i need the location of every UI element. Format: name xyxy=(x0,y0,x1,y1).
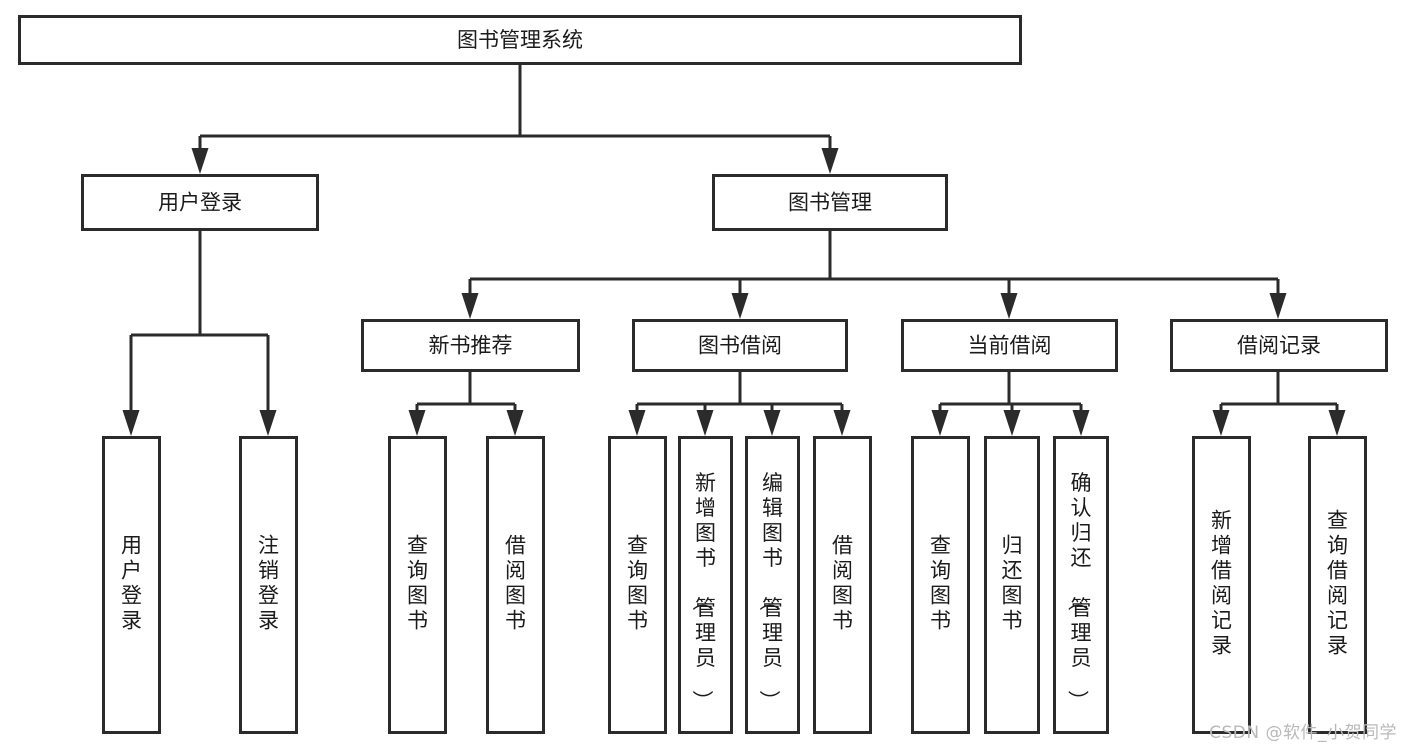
arrowhead-icon xyxy=(821,148,839,174)
node-box xyxy=(813,436,872,734)
node-label: 借阅图书 xyxy=(505,534,526,633)
node-label: 新增借阅记录 xyxy=(1211,509,1232,658)
arrowhead-icon xyxy=(461,293,479,319)
node-box xyxy=(911,436,970,734)
node-new-book-recommend[interactable]: 新书推荐 xyxy=(361,319,580,372)
node-box xyxy=(632,319,848,372)
node-leaf-borrow-search-book[interactable]: 查询图书 xyxy=(608,436,667,734)
node-box xyxy=(745,436,800,734)
arrowhead-icon xyxy=(931,410,949,436)
arrowhead-icon xyxy=(1003,410,1021,436)
node-label: 图书管理 xyxy=(788,191,872,215)
node-leaf-logout[interactable]: 注销登录 xyxy=(239,436,298,734)
node-label: 借阅记录 xyxy=(1237,334,1321,358)
node-leaf-borrow-edit-book-admin[interactable]: 编辑图书（管理员） xyxy=(745,436,800,734)
node-box xyxy=(1308,436,1367,734)
node-leaf-current-confirm-return-admin[interactable]: 确认归还（管理员） xyxy=(1053,436,1109,734)
connector-group xyxy=(122,231,277,436)
arrowhead-icon xyxy=(731,293,749,319)
node-leaf-borrow-add-book-admin[interactable]: 新增图书（管理员） xyxy=(678,436,733,734)
connector-layer xyxy=(122,65,1346,436)
node-box xyxy=(712,174,948,231)
node-box xyxy=(984,436,1040,734)
node-book-borrow[interactable]: 图书借阅 xyxy=(632,319,848,372)
node-leaf-record-add-borrow-record[interactable]: 新增借阅记录 xyxy=(1192,436,1251,734)
node-leaf-borrow-borrow-book[interactable]: 借阅图书 xyxy=(813,436,872,734)
node-label: 归还图书 xyxy=(1002,534,1023,633)
connector-group xyxy=(191,65,839,174)
node-label: 查询图书 xyxy=(930,534,951,633)
node-book-manage[interactable]: 图书管理 xyxy=(712,174,948,231)
node-box xyxy=(678,436,733,734)
node-box xyxy=(81,174,319,231)
arrowhead-icon xyxy=(1000,293,1018,319)
node-box xyxy=(1170,319,1388,372)
connector-group xyxy=(931,372,1090,436)
connector-group xyxy=(1212,372,1346,436)
node-box xyxy=(18,15,1022,65)
node-box xyxy=(388,436,447,734)
node-label: 查询借阅记录 xyxy=(1327,509,1348,658)
arrowhead-icon xyxy=(122,410,140,436)
connector-group xyxy=(628,372,851,436)
node-box xyxy=(608,436,667,734)
node-label: 当前借阅 xyxy=(968,334,1052,358)
node-leaf-current-search-book[interactable]: 查询图书 xyxy=(911,436,970,734)
node-box xyxy=(901,319,1118,372)
arrowhead-icon xyxy=(259,410,277,436)
arrowhead-icon xyxy=(408,410,426,436)
node-borrow-record[interactable]: 借阅记录 xyxy=(1170,319,1388,372)
arrowhead-icon xyxy=(763,410,781,436)
node-label: 编辑图书（管理员） xyxy=(757,471,783,711)
node-layer: 图书管理系统用户登录图书管理新书推荐图书借阅当前借阅借阅记录用户登录注销登录查询… xyxy=(18,15,1388,734)
node-label: 查询图书 xyxy=(407,534,428,633)
node-box xyxy=(102,436,161,734)
node-label: 借阅图书 xyxy=(832,534,853,633)
node-label: 注销登录 xyxy=(258,534,279,633)
arrowhead-icon xyxy=(1072,410,1090,436)
node-root[interactable]: 图书管理系统 xyxy=(18,15,1022,65)
node-box xyxy=(486,436,545,734)
arrowhead-icon xyxy=(1269,293,1287,319)
arrowhead-icon xyxy=(1212,410,1230,436)
node-label: 查询图书 xyxy=(627,534,648,633)
node-box xyxy=(1053,436,1109,734)
node-label: 图书管理系统 xyxy=(457,28,583,52)
arrowhead-icon xyxy=(506,410,524,436)
node-label: 图书借阅 xyxy=(698,334,782,358)
node-user-login[interactable]: 用户登录 xyxy=(81,174,319,231)
arrowhead-icon xyxy=(696,410,714,436)
node-label: 用户登录 xyxy=(158,191,242,215)
node-label: 确认归还（管理员） xyxy=(1066,471,1092,711)
node-leaf-record-query-borrow-record[interactable]: 查询借阅记录 xyxy=(1308,436,1367,734)
node-leaf-recommend-borrow-book[interactable]: 借阅图书 xyxy=(486,436,545,734)
node-label: 新书推荐 xyxy=(429,334,513,358)
arrowhead-icon xyxy=(833,410,851,436)
node-current-borrow[interactable]: 当前借阅 xyxy=(901,319,1118,372)
csdn-watermark: CSDN @软件_小贺同学 xyxy=(1209,723,1397,743)
connector-group xyxy=(461,231,1287,319)
node-label: 新增图书（管理员） xyxy=(690,471,716,711)
node-box xyxy=(239,436,298,734)
connector-group xyxy=(408,372,524,436)
node-leaf-current-return-book[interactable]: 归还图书 xyxy=(984,436,1040,734)
node-box xyxy=(1192,436,1251,734)
node-leaf-recommend-search-book[interactable]: 查询图书 xyxy=(388,436,447,734)
node-box xyxy=(361,319,580,372)
node-leaf-user-login[interactable]: 用户登录 xyxy=(102,436,161,734)
arrowhead-icon xyxy=(628,410,646,436)
node-label: 用户登录 xyxy=(121,534,142,633)
arrowhead-icon xyxy=(191,148,209,174)
arrowhead-icon xyxy=(1328,410,1346,436)
